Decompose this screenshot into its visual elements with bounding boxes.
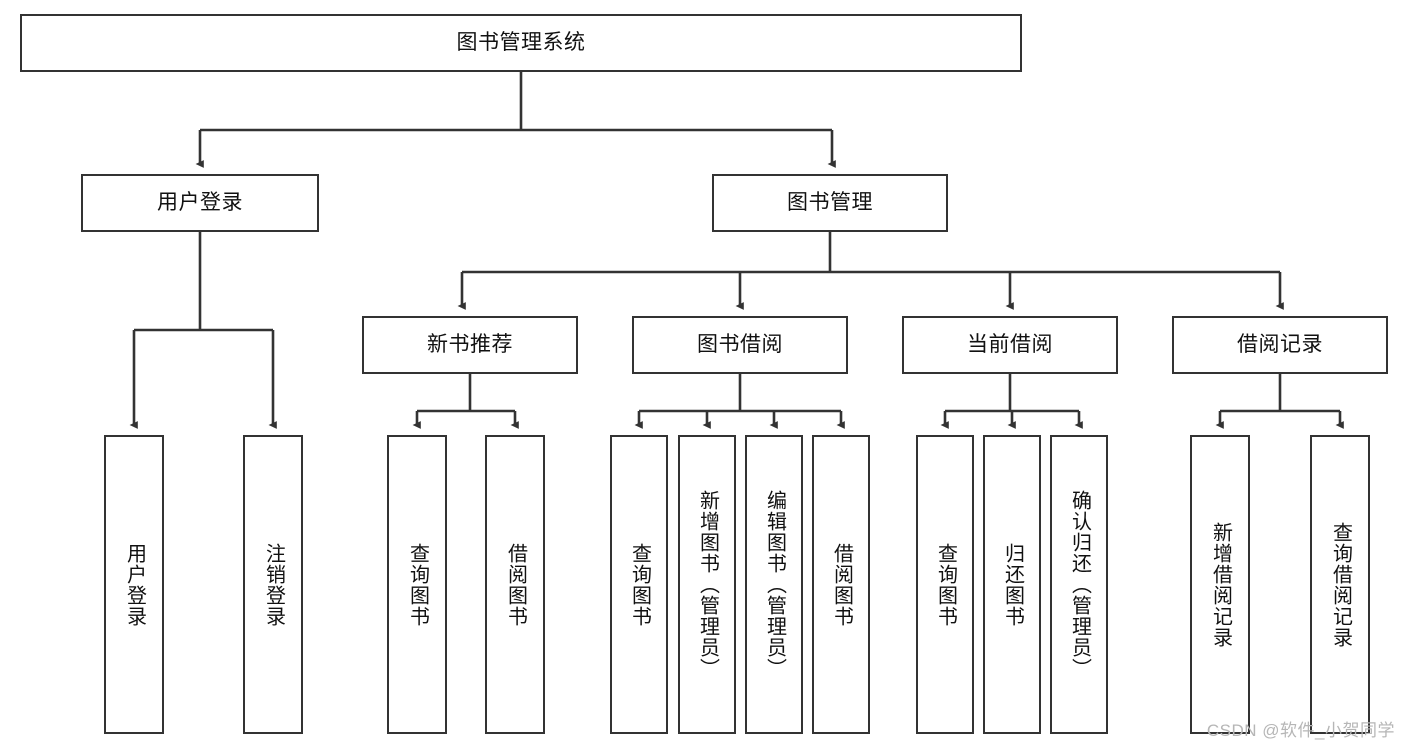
node-label-leaf-user-login: 用户登录 — [123, 542, 146, 627]
edge-userlogin-to-leaves — [129, 232, 277, 429]
node-leaf-query-record[interactable]: 查询借阅记录 — [1310, 435, 1370, 734]
edge-bookmanage-to-level2 — [457, 232, 1284, 310]
node-label-leaf-edit-book: 编辑图书（管理员） — [763, 490, 786, 679]
node-label-user-login: 用户登录 — [157, 191, 243, 215]
node-label-leaf-borrow-book-1: 借阅图书 — [504, 542, 527, 627]
node-leaf-logout[interactable]: 注销登录 — [243, 435, 303, 734]
edge-bookborrow-to-leaves — [634, 374, 845, 429]
node-borrow-record[interactable]: 借阅记录 — [1172, 316, 1388, 374]
node-label-leaf-query-book-3: 查询图书 — [934, 542, 957, 627]
node-leaf-query-book-1[interactable]: 查询图书 — [387, 435, 447, 734]
node-leaf-return-book[interactable]: 归还图书 — [983, 435, 1041, 734]
node-label-leaf-logout: 注销登录 — [262, 542, 285, 627]
node-root[interactable]: 图书管理系统 — [20, 14, 1022, 72]
node-label-leaf-return-book: 归还图书 — [1001, 542, 1024, 627]
watermark-label: CSDN @软件_小贺同学 — [1206, 721, 1395, 740]
node-leaf-edit-book[interactable]: 编辑图书（管理员） — [745, 435, 803, 734]
node-leaf-query-book-3[interactable]: 查询图书 — [916, 435, 974, 734]
node-user-login[interactable]: 用户登录 — [81, 174, 319, 232]
node-label-leaf-add-record: 新增借阅记录 — [1209, 521, 1232, 648]
node-leaf-confirm-return[interactable]: 确认归还（管理员） — [1050, 435, 1108, 734]
edge-root-to-level1 — [195, 72, 836, 168]
node-leaf-add-record[interactable]: 新增借阅记录 — [1190, 435, 1250, 734]
node-label-book-borrow: 图书借阅 — [697, 333, 783, 357]
node-label-leaf-query-book-1: 查询图书 — [406, 542, 429, 627]
node-book-manage[interactable]: 图书管理 — [712, 174, 948, 232]
node-label-leaf-add-book: 新增图书（管理员） — [696, 490, 719, 679]
node-leaf-query-book-2[interactable]: 查询图书 — [610, 435, 668, 734]
node-current-borrow[interactable]: 当前借阅 — [902, 316, 1118, 374]
node-label-leaf-query-record: 查询借阅记录 — [1329, 521, 1352, 648]
node-new-book-rec[interactable]: 新书推荐 — [362, 316, 578, 374]
node-leaf-add-book[interactable]: 新增图书（管理员） — [678, 435, 736, 734]
node-label-leaf-confirm-return: 确认归还（管理员） — [1068, 490, 1091, 679]
edge-borrowrecord-to-leaves — [1215, 374, 1344, 429]
node-leaf-borrow-book-1[interactable]: 借阅图书 — [485, 435, 545, 734]
node-label-leaf-query-book-2: 查询图书 — [628, 542, 651, 627]
node-label-book-manage: 图书管理 — [787, 191, 873, 215]
node-book-borrow[interactable]: 图书借阅 — [632, 316, 848, 374]
edge-currentborrow-to-leaves — [940, 374, 1083, 429]
node-leaf-borrow-book-2[interactable]: 借阅图书 — [812, 435, 870, 734]
node-label-current-borrow: 当前借阅 — [967, 333, 1053, 357]
node-leaf-user-login[interactable]: 用户登录 — [104, 435, 164, 734]
node-label-leaf-borrow-book-2: 借阅图书 — [830, 542, 853, 627]
edge-newbookrec-to-leaves — [412, 374, 519, 429]
node-label-new-book-rec: 新书推荐 — [427, 333, 513, 357]
node-label-borrow-record: 借阅记录 — [1237, 333, 1323, 357]
node-label-root: 图书管理系统 — [456, 31, 586, 55]
